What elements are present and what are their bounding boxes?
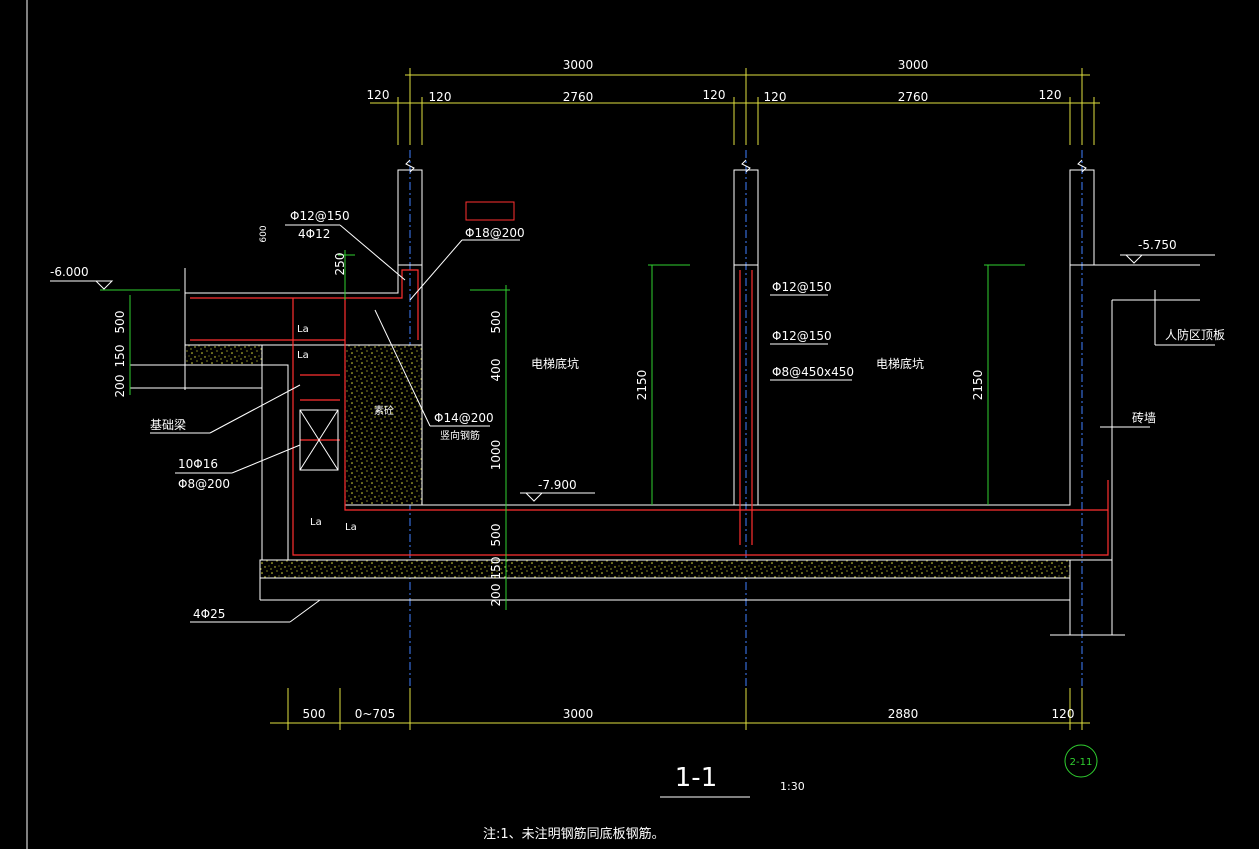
label-pit-1: 电梯底坑: [531, 356, 579, 371]
general-note: 注:1、未注明钢筋同底板钢筋。: [483, 826, 665, 842]
vertical-dims: 500 150 200 250 500 400 1000 500 150 200…: [113, 225, 985, 606]
section-title: 1-1: [675, 763, 717, 793]
label-anchor-3: La: [310, 517, 322, 528]
dim-bottom-4: 2880: [888, 707, 919, 721]
label-pit-2: 电梯底坑: [876, 356, 924, 371]
dim-bottom-5: 120: [1052, 707, 1075, 721]
dim-top-detail-1: 120: [367, 88, 390, 102]
axis-bubble: 2-11: [1070, 757, 1093, 768]
label-beam-stirrup: Φ8@200: [178, 477, 230, 491]
dim-left-3: 200: [113, 375, 127, 398]
title-block: 1-1 1:30 注:1、未注明钢筋同底板钢筋。 2-11: [483, 744, 1098, 842]
dim-bottom-1: 500: [303, 707, 326, 721]
label-anchor-1: La: [297, 324, 309, 335]
label-anchor-4: La: [345, 522, 357, 533]
label-fill: 素砼: [374, 404, 394, 417]
dim-top-detail-5: 120: [764, 90, 787, 104]
label-mid-wall-1: Φ12@150: [772, 280, 832, 294]
label-bottom-bars: 4Φ25: [193, 607, 225, 621]
dim-height-1: 2150: [635, 370, 649, 401]
dim-left-1: 500: [113, 311, 127, 334]
dim-left-2: 150: [113, 345, 127, 368]
dim-height-2: 2150: [971, 370, 985, 401]
dim-top-detail-3: 2760: [563, 90, 594, 104]
label-brick-wall: 砖墙: [1132, 410, 1156, 425]
label-beam-main: 10Φ16: [178, 457, 218, 471]
label-found-beam: 基础梁: [150, 417, 186, 432]
label-mid-wall-2: Φ12@150: [772, 329, 832, 343]
dim-top-detail-2: 120: [429, 90, 452, 104]
label-slope-note: 竖向钢筋: [440, 429, 480, 442]
dim-small: 600: [259, 225, 269, 242]
dim-center-2: 500: [489, 311, 503, 334]
labels: 电梯底坑 电梯底坑 基础梁 人防区顶板 砖墙 素砼 Φ12@150 4Φ12 Φ…: [150, 209, 1225, 621]
dim-top-overall-2: 3000: [898, 58, 929, 72]
label-anchor-2: La: [297, 350, 309, 361]
label-top-bars: Φ12@150: [290, 209, 350, 223]
label-wall-bars: Φ18@200: [465, 226, 525, 240]
dim-bottom-3: 3000: [563, 707, 594, 721]
bottom-dimensions: 500 0~705 3000 2880 120: [270, 688, 1090, 730]
rebar: [190, 201, 1109, 556]
dim-center-6: 150: [489, 557, 503, 580]
section-scale: 1:30: [780, 780, 805, 793]
elevation-3: -7.900: [538, 478, 577, 492]
dim-bottom-2: 0~705: [355, 707, 396, 721]
elevation-1: -6.000: [50, 265, 89, 279]
annotation-leaders: [50, 224, 1215, 623]
dim-center-5: 500: [489, 524, 503, 547]
dim-top-detail-4: 120: [703, 88, 726, 102]
dim-top-detail-7: 120: [1039, 88, 1062, 102]
dim-center-3: 400: [489, 359, 503, 382]
red-rect-marker: [465, 201, 515, 221]
dim-top-overall-1: 3000: [563, 58, 594, 72]
elevation-2: -5.750: [1138, 238, 1177, 252]
leaders: [100, 250, 1025, 610]
label-slope-bars: Φ14@200: [434, 411, 494, 425]
label-civil-roof: 人防区顶板: [1165, 327, 1225, 342]
label-mid-wall-3: Φ8@450x450: [772, 365, 854, 379]
dim-top-detail-6: 2760: [898, 90, 929, 104]
dim-center-1: 250: [333, 253, 347, 276]
dim-center-4: 1000: [489, 440, 503, 471]
elevations: -6.000 -5.750 -7.900: [50, 238, 1177, 502]
structure-outline: [130, 264, 1200, 636]
dim-center-7: 200: [489, 584, 503, 607]
top-dimensions: 3000 3000 120 120 2760 120 120 2760 120: [367, 58, 1100, 145]
label-top-bars-2: 4Φ12: [298, 227, 330, 241]
